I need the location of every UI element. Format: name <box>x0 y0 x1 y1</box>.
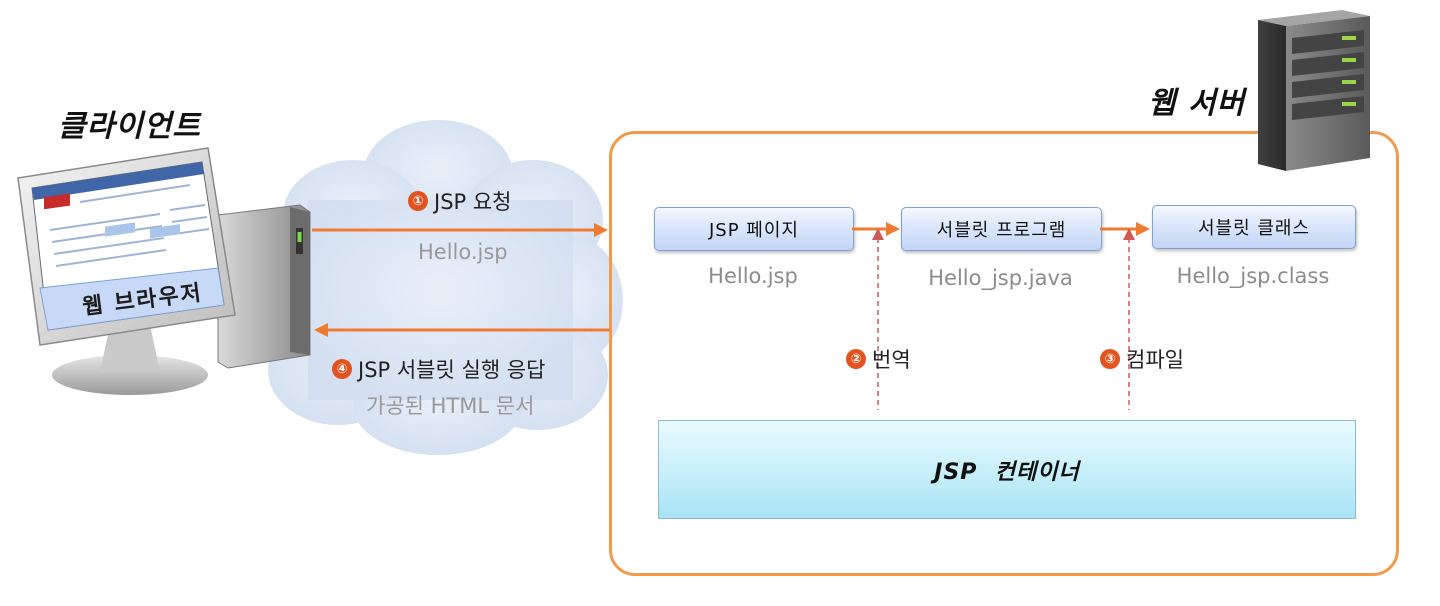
server-title: 웹 서버 <box>1148 86 1246 121</box>
response-label-text: JSP 서블릿 실행 응답 <box>358 358 546 382</box>
compile-step-text: 컴파일 <box>1126 348 1184 372</box>
request-arrow <box>312 223 608 237</box>
compile-step-label: ③ 컴파일 <box>1100 344 1184 374</box>
translate-step-label: ② 번역 <box>846 344 911 374</box>
client-title: 클라이언트 <box>58 109 201 144</box>
translate-step-text: 번역 <box>872 348 911 372</box>
step-badge: ② <box>846 349 866 369</box>
server-rack-icon <box>1258 10 1370 171</box>
servlet-program-file: Hello_jsp.java <box>928 266 1073 290</box>
servlet-class-file: Hello_jsp.class <box>1176 264 1330 288</box>
step-badge: ① <box>408 191 428 211</box>
response-label: ④ JSP 서블릿 실행 응답 <box>332 354 545 384</box>
computer-monitor-icon <box>17 147 311 395</box>
step-badge: ③ <box>1100 349 1120 369</box>
request-label-text: JSP 요청 <box>434 190 512 214</box>
servlet-class-box: 서블릿 클래스 <box>1152 205 1356 249</box>
response-arrow <box>314 323 610 337</box>
jsp-container-box: JSP 컨테이너 <box>658 420 1356 519</box>
pipeline-arrow-1 <box>852 222 900 236</box>
pipeline-arrow-2 <box>1100 222 1150 236</box>
request-file: Hello.jsp <box>418 240 508 264</box>
translate-dashed-arrow <box>872 228 884 410</box>
step-badge: ④ <box>332 359 352 379</box>
compile-dashed-arrow <box>1123 228 1135 410</box>
web-server-frame <box>609 131 1399 576</box>
jsp-page-file: Hello.jsp <box>708 264 798 288</box>
jsp-container-label: JSP 컨테이너 <box>934 459 1080 485</box>
jsp-page-box: JSP 페이지 <box>654 207 854 251</box>
response-sub: 가공된 HTML 문서 <box>366 394 535 418</box>
servlet-program-box: 서블릿 프로그램 <box>901 207 1102 251</box>
request-label: ① JSP 요청 <box>408 186 512 216</box>
